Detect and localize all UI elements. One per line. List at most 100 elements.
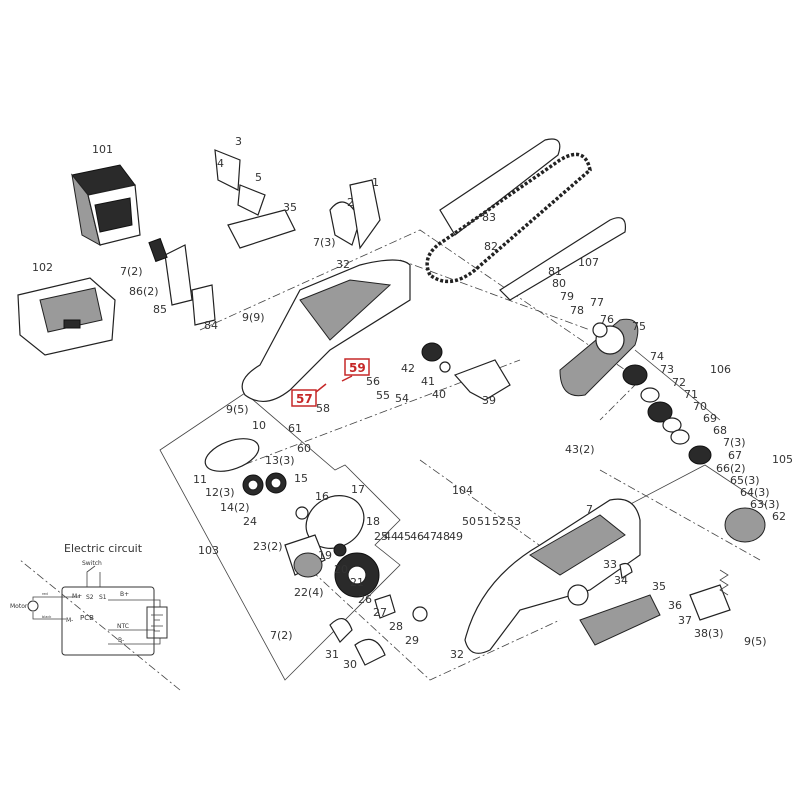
- callout-84: 84: [204, 319, 218, 332]
- callout-33: 33: [603, 558, 617, 571]
- callout-81: 81: [548, 265, 562, 278]
- callout-29: 29: [405, 634, 419, 647]
- callout-48: 48: [436, 530, 450, 543]
- guide-bar-and-chain: [425, 138, 627, 301]
- callout-53: 53: [507, 515, 521, 528]
- circuit-pcb-label: PCB: [80, 614, 94, 622]
- callout-9-5: 9(5): [744, 635, 767, 648]
- callout-83: 83: [482, 211, 496, 224]
- callout-7-3: 7(3): [723, 436, 746, 449]
- callout-106: 106: [710, 363, 731, 376]
- circuit-switch-label: Switch: [82, 560, 102, 567]
- callout-20: 20: [334, 563, 348, 576]
- highlighted-callout-59[interactable]: 59: [341, 358, 370, 382]
- callout-107: 107: [578, 256, 599, 269]
- callout-80: 80: [552, 277, 566, 290]
- callout-19: 19: [318, 549, 332, 562]
- callout-58: 58: [316, 402, 330, 415]
- callout-46: 46: [410, 530, 424, 543]
- callout-2: 2: [347, 196, 354, 209]
- callout-71: 71: [684, 388, 698, 401]
- callout-75: 75: [632, 320, 646, 333]
- callout-23-2: 23(2): [253, 540, 283, 553]
- callout-49: 49: [449, 530, 463, 543]
- callout-70: 70: [693, 400, 707, 413]
- callout-25: 25: [374, 530, 388, 543]
- callout-54: 54: [395, 392, 409, 405]
- sprocket-cover: [559, 318, 639, 397]
- callout-35: 35: [652, 580, 666, 593]
- callout-82: 82: [484, 240, 498, 253]
- callout-3: 3: [235, 135, 242, 148]
- callout-14-2: 14(2): [220, 501, 250, 514]
- callout-79: 79: [560, 290, 574, 303]
- callout-22-4: 22(4): [294, 586, 324, 599]
- callout-15: 15: [294, 472, 308, 485]
- callout-44: 44: [384, 530, 398, 543]
- callout-26: 26: [358, 593, 372, 606]
- circuit-b-plus-label: B+: [120, 591, 129, 598]
- callout-77: 77: [590, 296, 604, 309]
- circuit-s2-label: S2: [86, 594, 94, 601]
- callout-27: 27: [373, 606, 387, 619]
- callout-67: 67: [728, 449, 742, 462]
- callout-101: 101: [92, 143, 113, 156]
- callout-85: 85: [153, 303, 167, 316]
- callout-7-3: 7(3): [313, 236, 336, 249]
- callout-47: 47: [423, 530, 437, 543]
- callout-65-3: 65(3): [730, 474, 760, 487]
- sprocket-parts: [421, 342, 511, 401]
- callout-17: 17: [351, 483, 365, 496]
- callout-103: 103: [198, 544, 219, 557]
- callout-74: 74: [650, 350, 664, 363]
- callout-34: 34: [614, 574, 628, 587]
- callout-16: 16: [315, 490, 329, 503]
- callout-28: 28: [389, 620, 403, 633]
- callout-42: 42: [401, 362, 415, 375]
- callout-66-2: 66(2): [716, 462, 746, 475]
- circuit-motor-label: Motor: [10, 603, 28, 610]
- circuit-black-wire-label: black: [42, 615, 52, 619]
- trigger-parts: [148, 149, 296, 326]
- callout-68: 68: [713, 424, 727, 437]
- circuit-ntc-label: NTC: [117, 623, 129, 630]
- callout-31: 31: [325, 648, 339, 661]
- callout-52: 52: [492, 515, 506, 528]
- circuit-red-wire-label: red: [42, 592, 48, 596]
- callout-51: 51: [477, 515, 491, 528]
- callout-56: 56: [366, 375, 380, 388]
- callout-24: 24: [243, 515, 257, 528]
- callout-37: 37: [678, 614, 692, 627]
- battery-pack: [71, 164, 141, 246]
- callout-41: 41: [421, 375, 435, 388]
- callout-4: 4: [217, 157, 224, 170]
- callout-102: 102: [32, 261, 53, 274]
- callout-69: 69: [703, 412, 717, 425]
- callout-78: 78: [570, 304, 584, 317]
- circuit-m-minus-label: M-: [66, 617, 73, 624]
- callout-64-3: 64(3): [740, 486, 770, 499]
- callout-86-2: 86(2): [129, 285, 159, 298]
- rear-handle-housing: [464, 498, 731, 654]
- callout-35: 35: [283, 201, 297, 214]
- main-housing: [241, 179, 411, 402]
- battery-symbol: [146, 606, 168, 639]
- callout-32: 32: [336, 258, 350, 271]
- callout-40: 40: [432, 388, 446, 401]
- callout-39: 39: [482, 394, 496, 407]
- callout-45: 45: [397, 530, 411, 543]
- callout-9-5: 9(5): [226, 403, 249, 416]
- tensioner-stack: [622, 364, 766, 543]
- callout-12-3: 12(3): [205, 486, 235, 499]
- callout-57-text: 57: [296, 392, 313, 406]
- callout-21: 21: [350, 576, 364, 589]
- callout-7-2: 7(2): [120, 265, 143, 278]
- callout-105: 105: [772, 453, 793, 466]
- callout-43-2: 43(2): [565, 443, 595, 456]
- gearbox-and-motor: [204, 438, 428, 666]
- callout-32: 32: [450, 648, 464, 661]
- callout-7-2: 7(2): [270, 629, 293, 642]
- callout-72: 72: [672, 376, 686, 389]
- highlighted-callout-57[interactable]: 57: [291, 383, 327, 407]
